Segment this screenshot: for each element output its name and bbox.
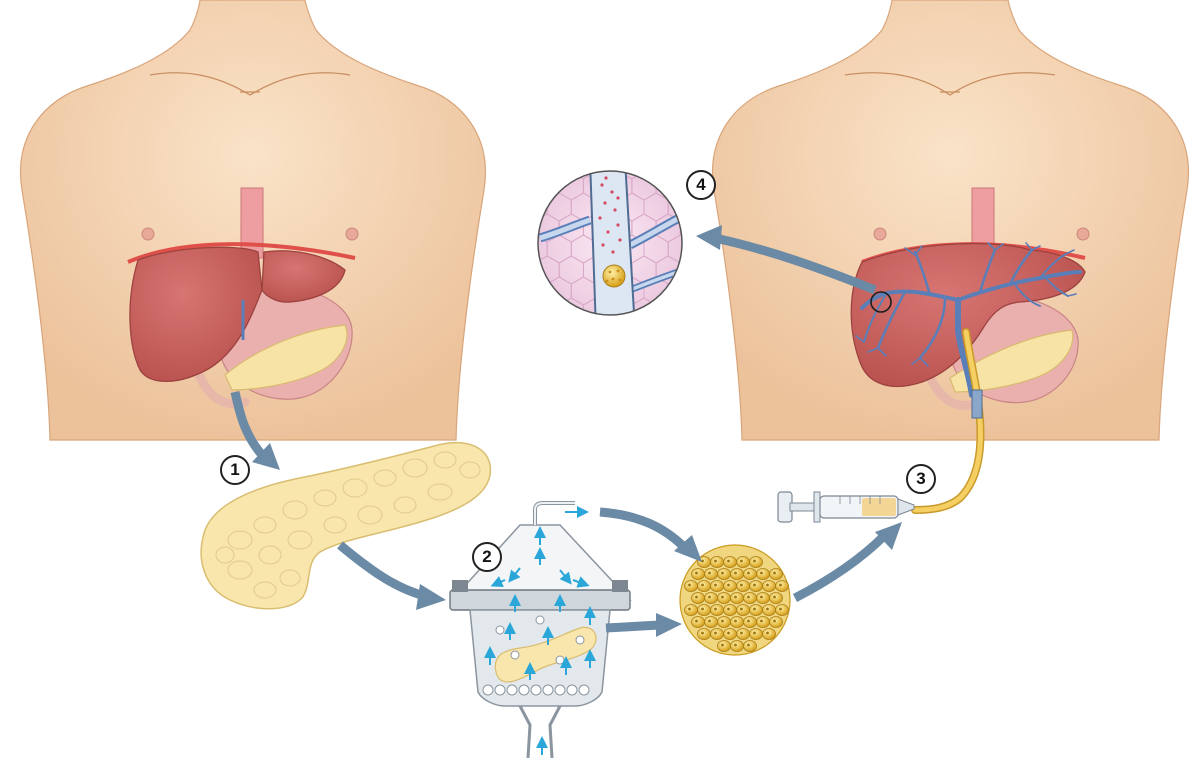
isolated-islets	[680, 545, 790, 655]
recipient-torso	[713, 0, 1189, 440]
step-3-label: 3	[916, 469, 925, 489]
step-2-label: 2	[482, 547, 491, 567]
step-4-label: 4	[696, 175, 705, 195]
arrow-pancreas-to-chamber	[340, 545, 425, 596]
step-1-badge: 1	[220, 455, 250, 485]
digestion-chamber	[450, 503, 630, 758]
step-4-badge: 4	[686, 170, 716, 200]
step-3-badge: 3	[906, 464, 936, 494]
step-1-label: 1	[230, 460, 239, 480]
step-2-badge: 2	[472, 542, 502, 572]
esophagus	[241, 188, 263, 258]
syringe	[778, 492, 914, 522]
arrow-chamber-side	[606, 625, 660, 628]
arrow-chamber-to-islets	[600, 512, 685, 548]
arrow-islets-to-syringe	[795, 535, 885, 598]
